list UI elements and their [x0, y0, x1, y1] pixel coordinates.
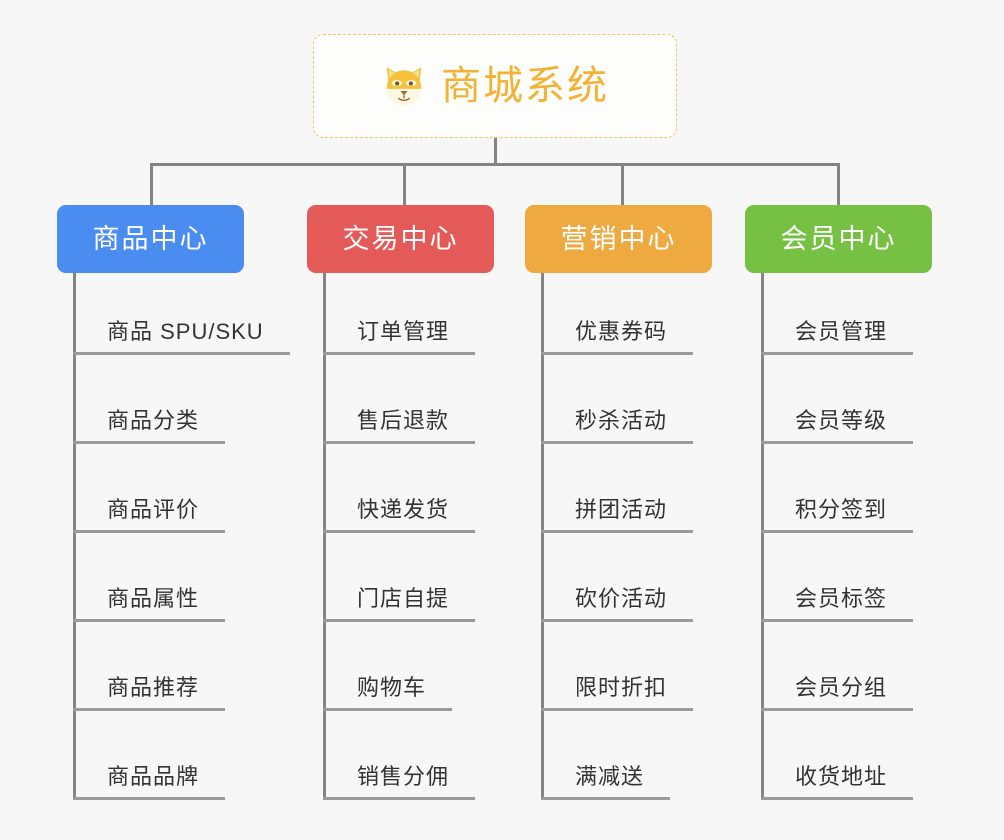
connector-spine: [761, 273, 764, 800]
connector-horizontal-bus: [150, 163, 840, 166]
leaf-underline: [323, 797, 476, 800]
connector-spine: [541, 273, 544, 800]
leaf-node[interactable]: 拼团活动: [541, 487, 694, 533]
leaf-label: 积分签到: [795, 497, 888, 522]
leaf-node[interactable]: 优惠券码: [541, 309, 694, 355]
leaf-label: 快递发货: [357, 497, 450, 522]
leaf-underline: [541, 708, 694, 711]
category-box-trade-center[interactable]: 交易中心: [307, 205, 494, 273]
leaf-node[interactable]: 满减送: [541, 754, 671, 800]
category-box-product-center[interactable]: 商品中心: [57, 205, 244, 273]
leaf-underline: [761, 708, 914, 711]
leaf-underline: [73, 708, 226, 711]
leaf-label: 拼团活动: [575, 497, 668, 522]
leaf-underline: [323, 619, 476, 622]
leaf-node[interactable]: 售后退款: [323, 398, 476, 444]
leaf-node[interactable]: 购物车: [323, 665, 453, 711]
leaf-label: 砍价活动: [575, 586, 668, 611]
leaf-label: 收货地址: [795, 764, 888, 789]
leaf-underline: [541, 797, 671, 800]
leaf-label: 商品品牌: [107, 764, 200, 789]
leaf-label: 会员分组: [795, 675, 888, 700]
leaf-node[interactable]: 销售分佣: [323, 754, 476, 800]
leaf-underline: [541, 441, 694, 444]
leaf-node[interactable]: 限时折扣: [541, 665, 694, 711]
leaf-node[interactable]: 商品分类: [73, 398, 226, 444]
leaf-node[interactable]: 秒杀活动: [541, 398, 694, 444]
leaf-underline: [541, 352, 694, 355]
leaf-underline: [73, 530, 226, 533]
leaf-underline: [761, 619, 914, 622]
leaf-label: 购物车: [357, 675, 427, 700]
leaf-underline: [73, 797, 226, 800]
leaf-underline: [323, 441, 476, 444]
connector-spine: [323, 273, 326, 800]
leaf-node[interactable]: 会员管理: [761, 309, 914, 355]
leaf-node[interactable]: 会员标签: [761, 576, 914, 622]
connector-drop-member-center: [837, 163, 840, 207]
category-box-marketing-center[interactable]: 营销中心: [525, 205, 712, 273]
leaf-node[interactable]: 积分签到: [761, 487, 914, 533]
connector-drop-product-center: [150, 163, 153, 207]
leaf-node[interactable]: 砍价活动: [541, 576, 694, 622]
leaf-label: 满减送: [575, 764, 645, 789]
leaf-label: 秒杀活动: [575, 408, 668, 433]
leaf-label: 优惠券码: [575, 319, 668, 344]
leaf-node[interactable]: 会员等级: [761, 398, 914, 444]
category-label: 交易中心: [342, 223, 459, 254]
leaf-label: 会员标签: [795, 586, 888, 611]
leaf-label: 商品属性: [107, 586, 200, 611]
leaf-underline: [323, 352, 476, 355]
category-label: 商品中心: [92, 223, 209, 254]
leaf-node[interactable]: 商品评价: [73, 487, 226, 533]
leaf-label: 商品分类: [107, 408, 200, 433]
leaf-underline: [541, 619, 694, 622]
root-title: 商城系统: [441, 64, 609, 108]
leaf-label: 会员等级: [795, 408, 888, 433]
connector-drop-trade-center: [403, 163, 406, 207]
connector-spine: [73, 273, 76, 800]
leaf-label: 限时折扣: [575, 675, 668, 700]
connector-root-trunk: [494, 138, 497, 165]
leaf-underline: [541, 530, 694, 533]
category-box-member-center[interactable]: 会员中心: [745, 205, 932, 273]
leaf-label: 订单管理: [357, 319, 450, 344]
leaf-node[interactable]: 门店自提: [323, 576, 476, 622]
leaf-underline: [761, 352, 914, 355]
leaf-node[interactable]: 商品品牌: [73, 754, 226, 800]
leaf-node[interactable]: 收货地址: [761, 754, 914, 800]
leaf-label: 商品推荐: [107, 675, 200, 700]
connector-drop-marketing-center: [621, 163, 624, 207]
leaf-node[interactable]: 订单管理: [323, 309, 476, 355]
leaf-label: 商品评价: [107, 497, 200, 522]
leaf-underline: [761, 441, 914, 444]
leaf-node[interactable]: 商品属性: [73, 576, 226, 622]
category-label: 营销中心: [560, 223, 677, 254]
shiba-inu-face-icon: [386, 67, 422, 107]
leaf-underline: [761, 797, 914, 800]
root-node[interactable]: 商城系统: [313, 34, 677, 138]
leaf-underline: [73, 352, 290, 355]
leaf-node[interactable]: 快递发货: [323, 487, 476, 533]
leaf-node[interactable]: 会员分组: [761, 665, 914, 711]
leaf-label: 门店自提: [357, 586, 450, 611]
leaf-underline: [73, 619, 226, 622]
leaf-label: 会员管理: [795, 319, 888, 344]
leaf-label: 销售分佣: [357, 764, 450, 789]
leaf-underline: [323, 708, 453, 711]
leaf-node[interactable]: 商品推荐: [73, 665, 226, 711]
leaf-underline: [761, 530, 914, 533]
leaf-underline: [323, 530, 476, 533]
category-label: 会员中心: [780, 223, 897, 254]
leaf-underline: [73, 441, 226, 444]
leaf-label: 售后退款: [357, 408, 450, 433]
leaf-node[interactable]: 商品 SPU/SKU: [73, 309, 290, 355]
leaf-label: 商品 SPU/SKU: [107, 319, 264, 344]
